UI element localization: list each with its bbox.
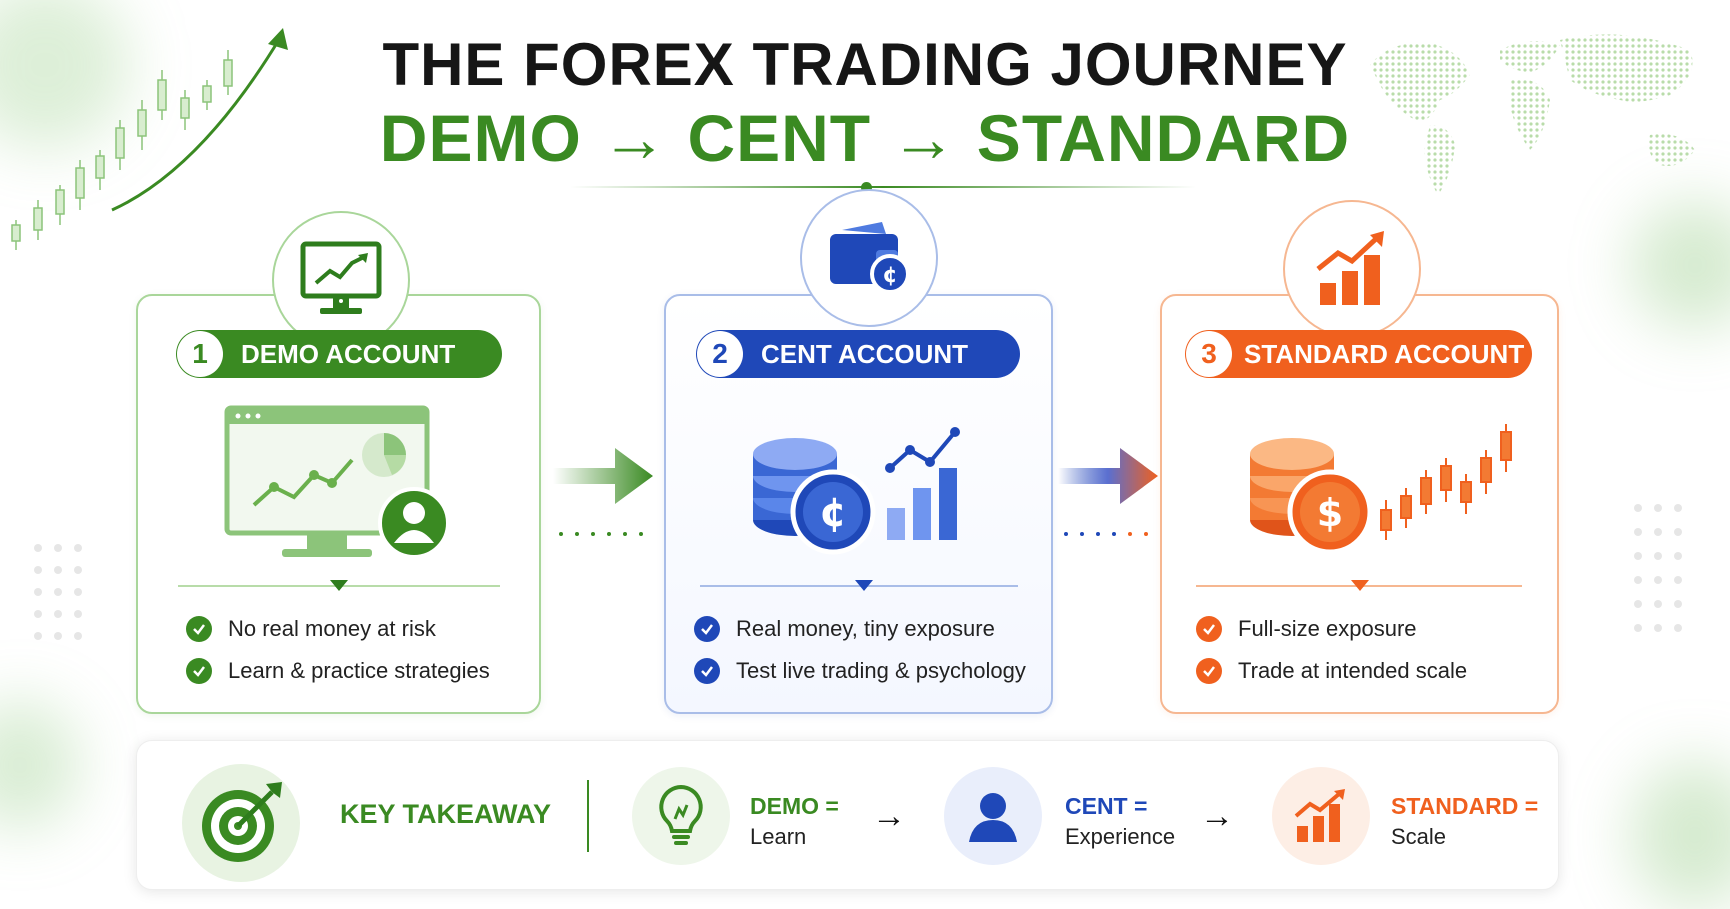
step-icon-circle-cent: ¢ xyxy=(800,189,938,327)
bullet-standard-1: Full-size exposure xyxy=(1196,616,1417,642)
check-icon xyxy=(1196,658,1222,684)
takeaway-arrow-2: → xyxy=(1200,797,1234,835)
bullet-text: Learn & practice strategies xyxy=(228,658,490,683)
lightbulb-icon xyxy=(659,784,703,845)
bg-glow-bottom-left xyxy=(0,700,80,830)
bullet-text: Full-size exposure xyxy=(1238,616,1417,641)
step-icon-circle-demo xyxy=(272,211,410,349)
bullet-text: Test live trading & psychology xyxy=(736,658,1026,683)
step-number-standard: 3 xyxy=(1186,331,1232,377)
title-divider xyxy=(570,186,1196,188)
bar-growth-icon xyxy=(1316,231,1384,305)
takeaway-separator xyxy=(587,780,589,852)
step-number-cent: 2 xyxy=(697,331,743,377)
dot-grid-right-decoration xyxy=(1634,504,1682,632)
svg-text:$: $ xyxy=(1317,491,1343,535)
check-icon xyxy=(1196,616,1222,642)
flow-arrow-demo-to-cent-icon xyxy=(553,448,653,536)
svg-text:¢: ¢ xyxy=(819,490,847,536)
bullet-standard-2: Trade at intended scale xyxy=(1196,658,1467,684)
user-icon xyxy=(969,793,1017,842)
takeaway-sub-demo: Learn xyxy=(750,824,807,849)
step-pill-demo: 1 DEMO ACCOUNT xyxy=(176,330,502,378)
coin-stack-cent-icon: ¢ xyxy=(753,427,960,555)
step-label-standard: STANDARD ACCOUNT xyxy=(1244,338,1525,369)
takeaway-head-standard: STANDARD = xyxy=(1391,793,1539,819)
step-number-demo: 1 xyxy=(177,331,223,377)
bg-glow-bottom-right xyxy=(1630,760,1730,909)
flow-arrow-cent-to-standard-icon xyxy=(1058,448,1158,536)
bullet-text: No real money at risk xyxy=(228,616,436,641)
dot-grid-left-decoration xyxy=(34,544,82,640)
step-label-cent: CENT ACCOUNT xyxy=(761,338,969,369)
check-icon xyxy=(694,658,720,684)
svg-text:¢: ¢ xyxy=(882,263,897,288)
title-divider-dot xyxy=(861,182,872,193)
check-icon xyxy=(186,616,212,642)
takeaway-head-demo: DEMO = xyxy=(750,793,839,819)
page-subtitle: DEMO → CENT → STANDARD xyxy=(379,101,1351,175)
page-title: THE FOREX TRADING JOURNEY xyxy=(382,31,1348,98)
wallet-cent-icon: ¢ xyxy=(830,222,910,294)
card-divider-arrow-demo xyxy=(330,580,348,591)
step-pill-standard: 3 STANDARD ACCOUNT xyxy=(1185,330,1532,378)
bullet-cent-1: Real money, tiny exposure xyxy=(694,616,995,642)
takeaway-sub-standard: Scale xyxy=(1391,824,1447,849)
bullet-demo-1: No real money at risk xyxy=(186,616,436,642)
step-icon-circle-standard xyxy=(1283,200,1421,338)
bg-glow-right xyxy=(1630,200,1730,330)
world-map-decoration-icon xyxy=(1370,34,1695,195)
monitor-user-icon xyxy=(224,405,450,559)
candlestick-decoration-icon xyxy=(11,28,288,250)
takeaway-icon-circle-demo xyxy=(632,767,730,865)
step-pill-cent: 2 CENT ACCOUNT xyxy=(696,330,1020,378)
takeaway-icon-circle-standard xyxy=(1272,767,1370,865)
check-icon xyxy=(694,616,720,642)
takeaway-head-cent: CENT = xyxy=(1065,793,1148,819)
bullet-cent-2: Test live trading & psychology xyxy=(694,658,1026,684)
key-takeaway-label: KEY TAKEAWAY xyxy=(340,799,552,829)
coin-stack-dollar-icon: $ xyxy=(1250,424,1512,555)
bullet-text: Trade at intended scale xyxy=(1238,658,1468,683)
step-label-demo: DEMO ACCOUNT xyxy=(241,338,456,369)
bullet-demo-2: Learn & practice strategies xyxy=(186,658,490,684)
takeaway-icon-circle-cent xyxy=(944,767,1042,865)
monitor-chart-icon xyxy=(300,241,382,314)
takeaway-arrow-1: → xyxy=(872,797,906,835)
card-divider-arrow-standard xyxy=(1351,580,1369,591)
target-icon-circle xyxy=(182,764,300,882)
check-icon xyxy=(186,658,212,684)
takeaway-sub-cent: Experience xyxy=(1065,824,1176,849)
target-icon xyxy=(202,782,282,862)
bar-growth-icon xyxy=(1294,789,1345,842)
bullet-text: Real money, tiny exposure xyxy=(736,616,995,641)
card-divider-arrow-cent xyxy=(855,580,873,591)
